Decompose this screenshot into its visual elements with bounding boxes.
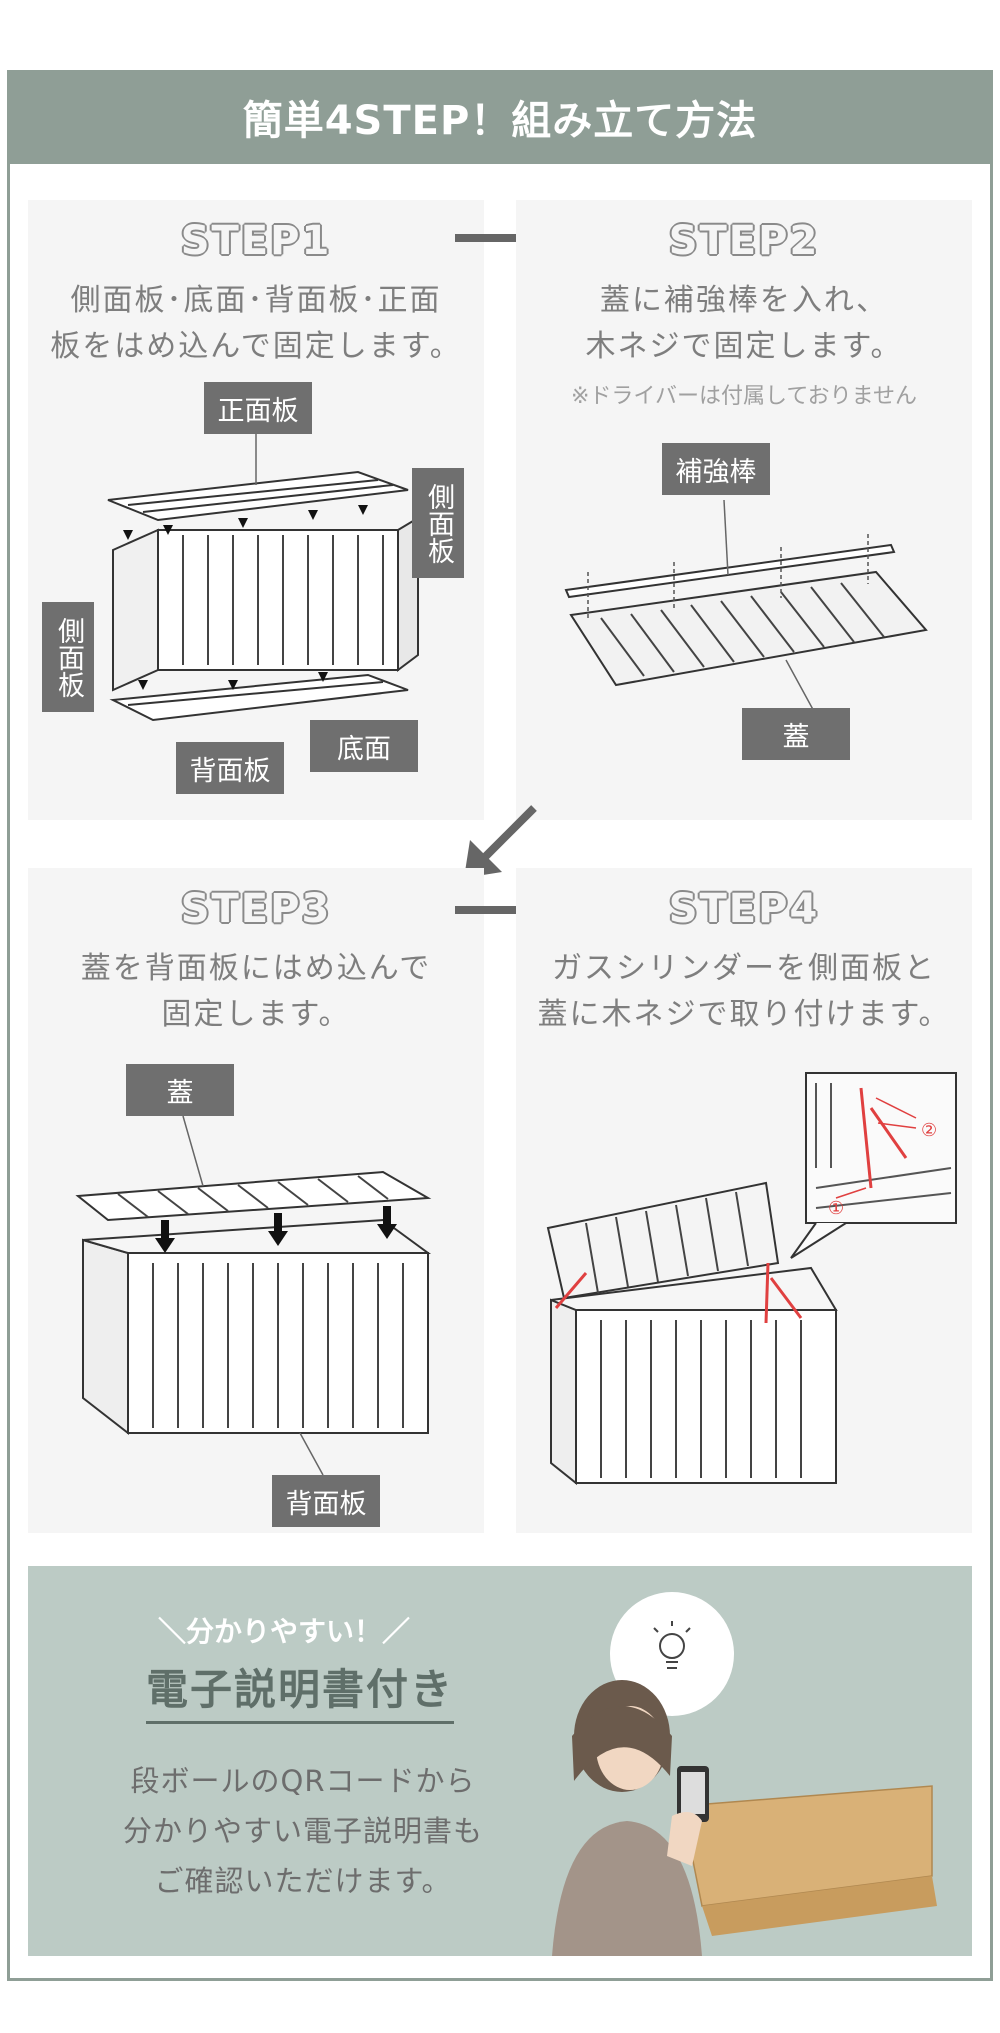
step1-line-2: 板をはめ込んで固定します。 [50, 329, 462, 364]
step2-title: STEP2 [668, 218, 820, 264]
step4-line-1: ガスシリンダーを側面板と [552, 951, 936, 986]
step1-label-side-right: 側面板 [412, 468, 464, 578]
step1-label-back: 背面板 [176, 742, 284, 794]
step1-label-side-left: 側面板 [42, 602, 94, 712]
step1-line-1: 側面板･底面･背面板･正面 [70, 283, 442, 318]
step3-panel: STEP3 蓋を背面板にはめ込んで 固定します。 [28, 868, 484, 1533]
step2-line-1: 蓋に補強棒を入れ、 [599, 283, 889, 318]
step2-panel: STEP2 蓋に補強棒を入れ、 木ネジで固定します。 ※ドライバーは付属しており… [516, 200, 972, 820]
step3-label-back: 背面板 [272, 1475, 380, 1527]
step1-illustration [107, 412, 419, 722]
step4-title: STEP4 [668, 886, 820, 932]
e-manual-section: ＼分かりやすい！／ 電子説明書付き 段ボールのQRコードから 分かりやすい電子説… [28, 1566, 972, 1956]
step2-illustration [564, 499, 928, 716]
e-manual-line-2: 分かりやすい電子説明書も [122, 1814, 483, 1848]
step3-illustration [75, 1115, 432, 1476]
e-manual-title: 電子説明書付き [146, 1656, 455, 1724]
person-with-phone-illustration [552, 1592, 937, 1956]
step1-description: 側面板･底面･背面板･正面 板をはめ込んで固定します。 [28, 278, 484, 370]
step4-panel: STEP4 ガスシリンダーを側面板と 蓋に木ネジで取り付けます。 [516, 868, 972, 1533]
step3-description: 蓋を背面板にはめ込んで 固定します。 [28, 946, 484, 1038]
e-manual-catchphrase: ＼分かりやすい！／ [158, 1615, 411, 1648]
step1-label-front: 正面板 [204, 382, 312, 434]
step2-note: ※ドライバーは付属しておりません [570, 384, 917, 409]
e-manual-line-1: 段ボールのQRコードから [130, 1764, 476, 1798]
step2-line-2: 木ネジで固定します。 [585, 329, 903, 364]
lightbulb-icon [653, 1621, 691, 1669]
step2-label-bar: 補強棒 [662, 443, 770, 495]
step3-label-lid: 蓋 [126, 1064, 234, 1116]
step3-title: STEP3 [180, 886, 332, 932]
e-manual-line-3: ご確認いただけます。 [154, 1864, 452, 1898]
step3-line-2: 固定します。 [161, 997, 351, 1032]
step3-line-1: 蓋を背面板にはめ込んで [80, 951, 432, 986]
step4-description: ガスシリンダーを側面板と 蓋に木ネジで取り付けます。 [516, 946, 972, 1038]
step1-label-bottom: 底面 [310, 720, 418, 772]
step4-marker-1: ① [828, 1198, 845, 1219]
step4-marker-2: ② [921, 1120, 938, 1141]
page-title: 簡単4STEP！組み立て方法 [7, 70, 993, 164]
step2-label-lid: 蓋 [742, 708, 850, 760]
step1-title: STEP1 [180, 218, 332, 264]
step4-line-2: 蓋に木ネジで取り付けます。 [537, 997, 951, 1032]
step1-panel: STEP1 側面板･底面･背面板･正面 板をはめ込んで固定します。 [28, 200, 484, 820]
step4-illustration [546, 1072, 957, 1486]
e-manual-description: 段ボールのQRコードから 分かりやすい電子説明書も ご確認いただけます。 [88, 1756, 518, 1906]
step2-description: 蓋に補強棒を入れ、 木ネジで固定します。 [516, 278, 972, 370]
